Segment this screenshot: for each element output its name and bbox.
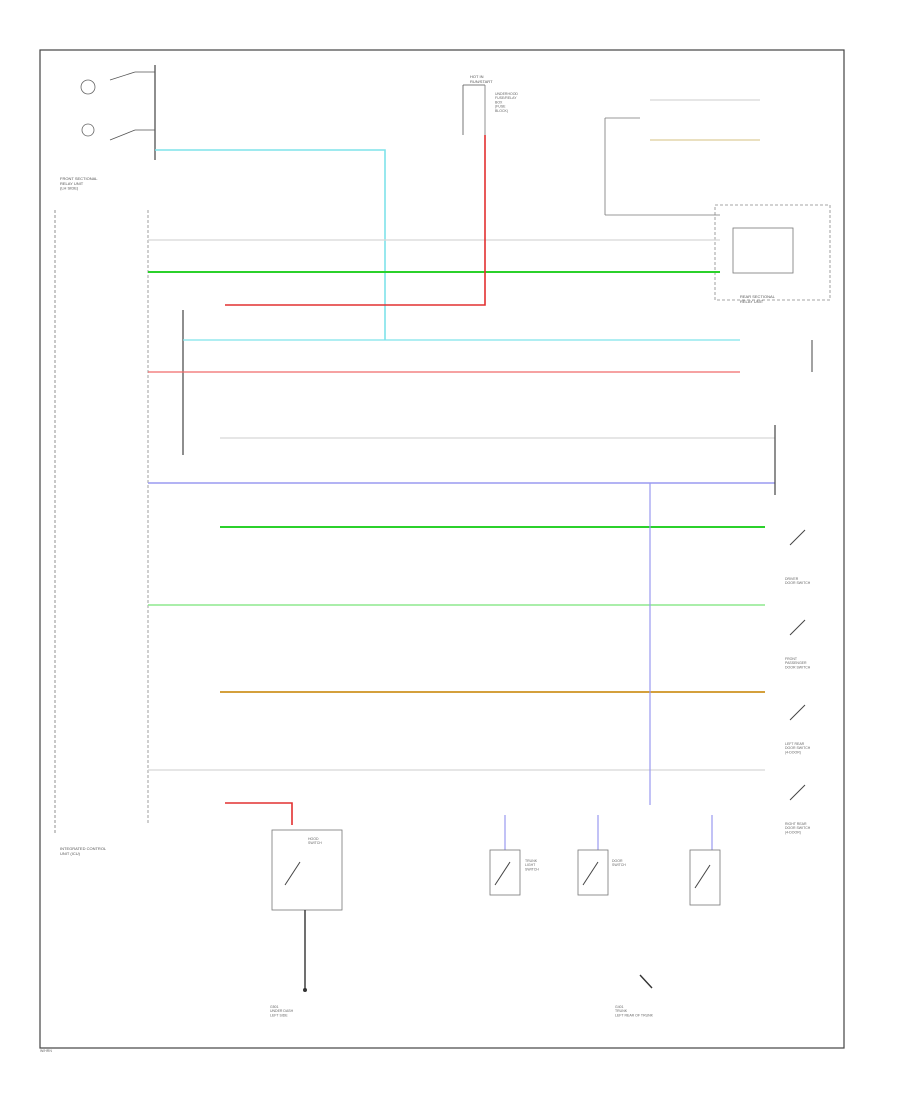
footer-code: W/HRN: [40, 1049, 52, 1053]
lamp-icon: [80, 79, 96, 95]
wire-red-fuse: [225, 135, 486, 306]
wire-red-low: [225, 802, 293, 825]
wire-bus: [148, 135, 775, 850]
diagram-frame: [39, 49, 845, 1049]
wire-lt-blu-top: [155, 149, 386, 340]
ground-left-icon: [303, 988, 307, 992]
